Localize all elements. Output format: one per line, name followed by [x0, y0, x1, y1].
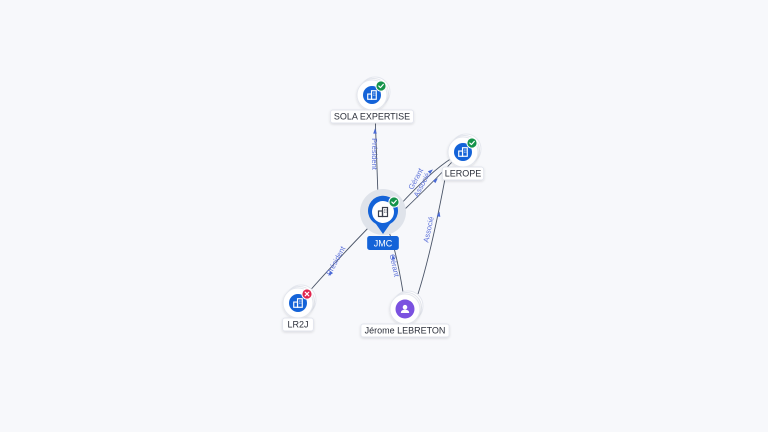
edge-arrow-icon	[436, 211, 441, 217]
node-jmc[interactable]: JMC	[360, 189, 406, 250]
edge-arrow-icon	[328, 270, 334, 276]
building-icon	[293, 298, 303, 308]
person-icon	[400, 304, 410, 313]
edge-label: Président	[324, 244, 347, 277]
node-label: LR2J	[287, 320, 308, 330]
edge-line	[417, 167, 448, 295]
node-jerome[interactable]: Jérome LEBRETON	[360, 290, 450, 338]
edge-label: Président	[370, 138, 379, 171]
node-lerope[interactable]: LEROPE	[441, 133, 485, 181]
node-label-pill	[441, 166, 485, 181]
edge-label: Associé	[421, 216, 435, 244]
node-label-pill	[282, 317, 314, 332]
node-label-pill	[360, 323, 450, 338]
edge-line	[306, 223, 373, 295]
edge-arrow-icon	[373, 128, 377, 134]
node-lr2j[interactable]: LR2J	[282, 284, 317, 332]
edge-arrow-icon	[391, 254, 396, 260]
check-badge-icon	[375, 80, 387, 92]
nodes-layer: JMC SOLA EXPERTISE LEROPE LR2J Jérome LEBRET…	[282, 76, 485, 338]
node-label: Jérome LEBRETON	[365, 326, 446, 336]
building-icon	[377, 206, 389, 218]
edge-line	[388, 231, 404, 293]
node-label: JMC	[374, 239, 393, 249]
focus-label-pill	[367, 236, 399, 250]
check-badge-icon	[388, 196, 400, 208]
node-label: LEROPE	[445, 169, 482, 179]
edge-line	[403, 161, 453, 211]
building-icon	[367, 90, 377, 100]
edge-line	[374, 111, 379, 197]
edge-label: Gérant	[388, 253, 402, 278]
edge-jmc-lr2j[interactable]: Président	[306, 223, 373, 295]
node-label: SOLA EXPERTISE	[334, 112, 410, 122]
building-icon	[458, 147, 468, 157]
edge-arrow-icon	[432, 178, 438, 184]
node-sola[interactable]: SOLA EXPERTISE	[329, 76, 415, 124]
close-badge-icon	[301, 288, 313, 300]
edge-jmc-sola[interactable]: Président	[370, 111, 379, 197]
edge-line	[398, 157, 453, 207]
check-badge-icon	[466, 137, 478, 149]
node-label-pill	[329, 109, 415, 124]
edge-arrow-icon	[427, 169, 433, 175]
